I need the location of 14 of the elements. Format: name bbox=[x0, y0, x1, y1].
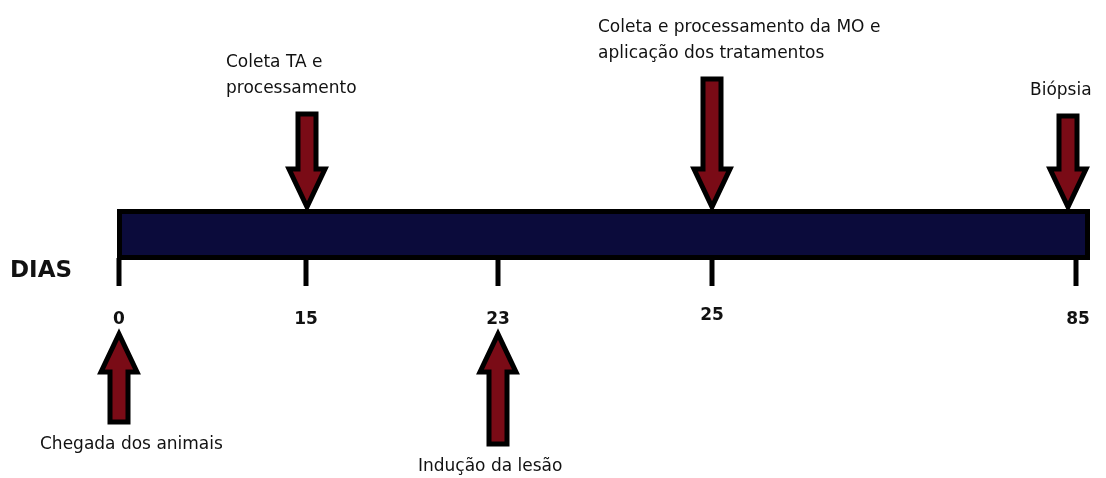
event-label: Chegada dos animais bbox=[40, 430, 250, 456]
event-label: Indução da lesão bbox=[418, 452, 588, 478]
event-label: Coleta TA e processamento bbox=[226, 48, 386, 100]
arrow bbox=[476, 328, 520, 447]
day-number: 23 bbox=[480, 308, 516, 332]
axis-label: DIAS bbox=[10, 256, 72, 282]
arrow bbox=[97, 328, 141, 425]
day-number: 25 bbox=[699, 304, 725, 324]
day-number: 0 bbox=[101, 308, 137, 332]
event-label: Biópsia bbox=[1030, 76, 1106, 102]
timeline-bar bbox=[117, 209, 1090, 260]
day-number: 85 bbox=[1065, 308, 1091, 328]
day-number: 15 bbox=[293, 308, 319, 328]
event-label: Coleta e processamento da MO e aplicação dos tratamentos bbox=[598, 13, 888, 65]
